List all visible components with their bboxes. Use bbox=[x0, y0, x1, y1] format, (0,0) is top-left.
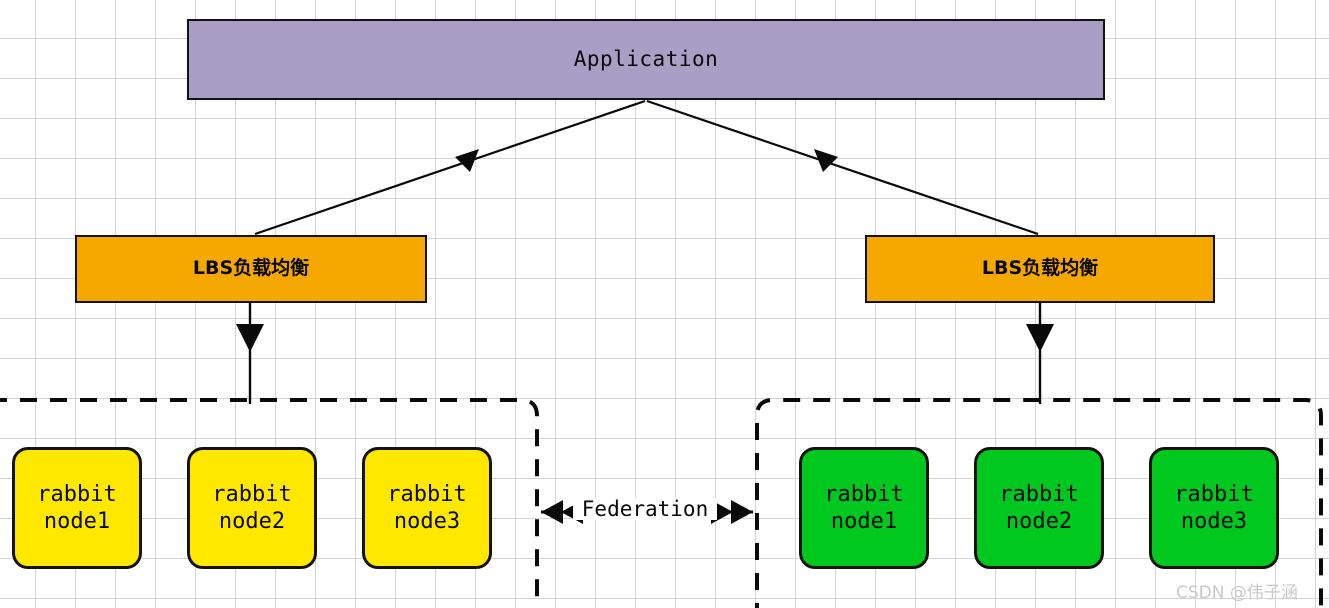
rabbit-node-right-3[interactable]: rabbit node3 bbox=[1149, 447, 1279, 569]
rabbit-node-label-line2: node2 bbox=[218, 509, 286, 534]
federation-label: Federation bbox=[573, 498, 717, 520]
rabbit-node-left-1[interactable]: rabbit node1 bbox=[12, 447, 142, 569]
arrow-left-lbs-to-cluster bbox=[236, 303, 264, 404]
rabbit-node-label-line1: rabbit bbox=[999, 481, 1079, 507]
rabbit-node-right-2[interactable]: rabbit node2 bbox=[974, 447, 1104, 569]
rabbit-node-label-line2: node1 bbox=[43, 509, 111, 534]
rabbit-node-label-line2: node2 bbox=[1005, 509, 1073, 534]
rabbit-node-right-1[interactable]: rabbit node1 bbox=[799, 447, 929, 569]
rabbit-node-left-3[interactable]: rabbit node3 bbox=[362, 447, 492, 569]
rabbit-node-label-line1: rabbit bbox=[387, 481, 467, 507]
application-box[interactable]: Application bbox=[187, 19, 1105, 100]
rabbit-node-label-line2: node3 bbox=[1180, 509, 1248, 534]
rabbit-node-left-2[interactable]: rabbit node2 bbox=[187, 447, 317, 569]
rabbit-node-label-line1: rabbit bbox=[37, 481, 117, 507]
rabbit-node-label-line1: rabbit bbox=[824, 481, 904, 507]
arrow-right-lbs-to-cluster bbox=[1026, 303, 1054, 404]
arrow-app-to-left-lbs bbox=[254, 99, 646, 236]
rabbit-node-label-line1: rabbit bbox=[1174, 481, 1254, 507]
rabbit-node-label-line2: node1 bbox=[830, 509, 898, 534]
load-balancer-left[interactable]: LBS负载均衡 bbox=[75, 235, 427, 303]
csdn-watermark: CSDN @伟子涵 bbox=[1176, 583, 1298, 603]
rabbit-node-label-line1: rabbit bbox=[212, 481, 292, 507]
rabbit-node-label-line2: node3 bbox=[393, 509, 461, 534]
load-balancer-right[interactable]: LBS负载均衡 bbox=[865, 235, 1215, 303]
arrow-app-to-right-lbs bbox=[646, 99, 1039, 236]
